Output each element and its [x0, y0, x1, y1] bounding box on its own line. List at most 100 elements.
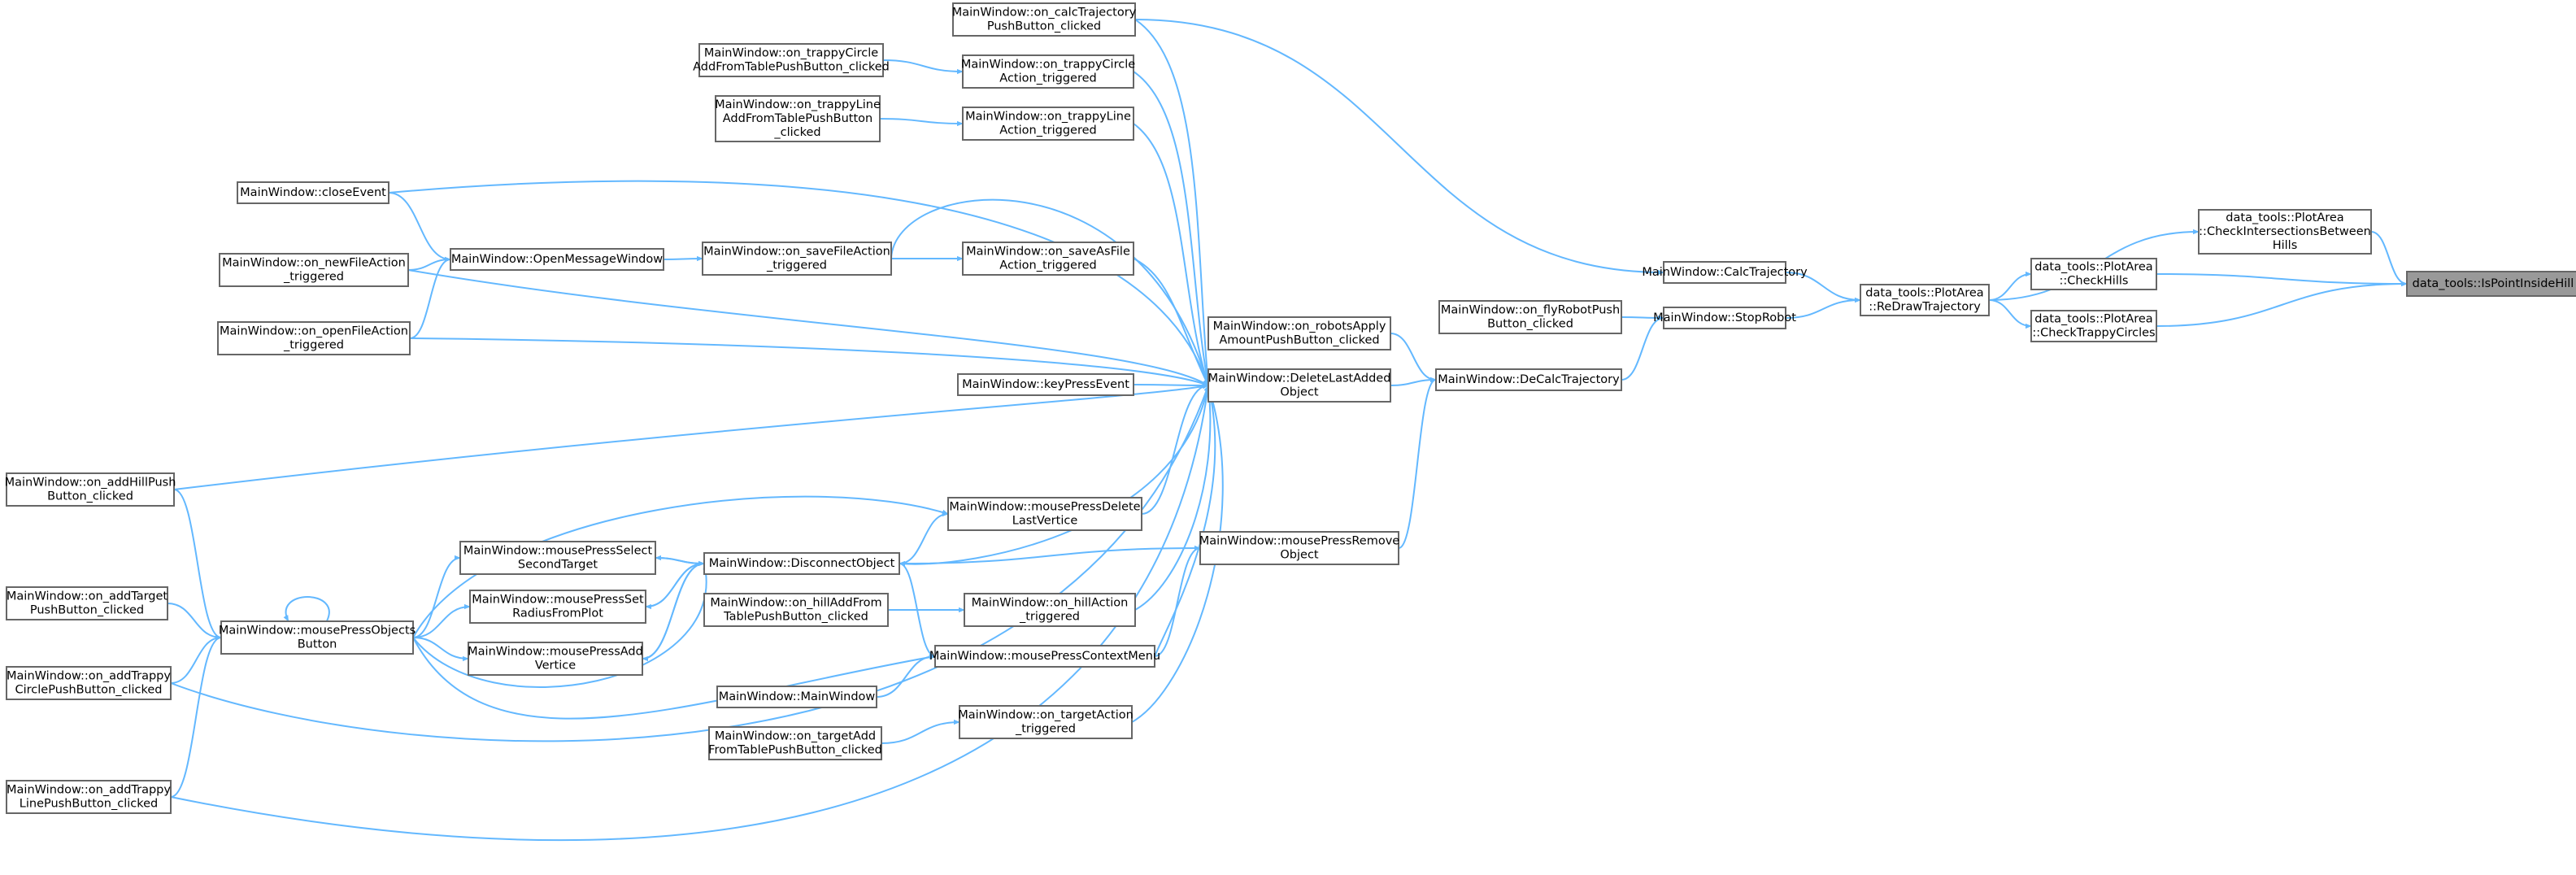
- node-box: [1663, 307, 1786, 329]
- function-node-openfile[interactable]: MainWindow::on_openFileAction_triggered: [217, 321, 411, 355]
- function-node-redraw[interactable]: data_tools::PlotArea::ReDrawTrajectory: [1860, 284, 1990, 316]
- node-label: MainWindow::on_addHillPush: [5, 477, 176, 490]
- call-edge: [1785, 297, 1861, 319]
- function-node-trappycircleadd[interactable]: MainWindow::on_trappyCircleAddFromTableP…: [693, 43, 890, 77]
- function-node-robotsapply[interactable]: MainWindow::on_robotsApplyAmountPushButt…: [1208, 316, 1391, 350]
- function-node-stoprobot[interactable]: MainWindow::StopRobot: [1653, 307, 1796, 329]
- function-node-mainwindow[interactable]: MainWindow::MainWindow: [716, 686, 877, 708]
- call-edge: [655, 555, 705, 564]
- node-box: [716, 686, 877, 708]
- function-node-hilladd[interactable]: MainWindow::on_hillAddFromTablePushButto…: [703, 593, 889, 627]
- node-box: [959, 705, 1133, 739]
- function-node-closeevent[interactable]: MainWindow::closeEvent: [237, 181, 389, 204]
- call-edge: [1390, 333, 1437, 383]
- function-node-addtarget[interactable]: MainWindow::on_addTargetPushButton_click…: [6, 586, 168, 620]
- call-edge: [1134, 19, 1664, 276]
- function-node-calctraj[interactable]: MainWindow::CalcTrajectory: [1642, 261, 1808, 284]
- node-label: ::CheckTrappyCircles: [2032, 327, 2155, 340]
- call-edge: [388, 192, 451, 263]
- function-node-checktrappy[interactable]: data_tools::PlotArea::CheckTrappyCircles: [2030, 310, 2157, 342]
- node-label: MainWindow::mousePressAdd: [468, 646, 643, 659]
- function-node-trappylineact[interactable]: MainWindow::on_trappyLineAction_triggere…: [962, 107, 1134, 141]
- node-label: data_tools::PlotArea: [1865, 287, 1983, 300]
- node-label: MainWindow::on_robotsApply: [1213, 320, 1386, 333]
- function-node-newfile[interactable]: MainWindow::on_newFileAction_triggered: [219, 253, 409, 287]
- function-node-decalc[interactable]: MainWindow::DeCalcTrajectory: [1435, 368, 1622, 391]
- node-label: ::CheckIntersectionsBetween: [2199, 225, 2371, 238]
- call-edge: [407, 269, 1209, 386]
- node-label: MainWindow::on_trappyLine: [715, 98, 881, 111]
- node-box: [6, 780, 172, 814]
- function-node-addtrappyline[interactable]: MainWindow::on_addTrappyLinePushButton_c…: [6, 780, 172, 814]
- function-node-addtrappycircle[interactable]: MainWindow::on_addTrappyCirclePushButton…: [6, 666, 172, 700]
- call-edge: [1398, 377, 1437, 549]
- call-edge: [1621, 315, 1664, 381]
- node-label: LastVertice: [1012, 515, 1078, 528]
- node-box: [6, 586, 168, 620]
- function-node-targetadd[interactable]: MainWindow::on_targetAddFromTablePushBut…: [708, 726, 882, 760]
- node-label: MainWindow::on_calcTrajectory: [952, 7, 1137, 20]
- node-box: [6, 666, 172, 700]
- function-node-flyrobot[interactable]: MainWindow::on_flyRobotPushButton_clicke…: [1438, 300, 1622, 334]
- function-node-openmsg[interactable]: MainWindow::OpenMessageWindow: [450, 248, 664, 271]
- function-node-mpcontext[interactable]: MainWindow::mousePressContextMenu: [929, 645, 1160, 668]
- node-label: AddFromTablePushButton_clicked: [693, 61, 890, 74]
- function-node-disconnect[interactable]: MainWindow::DisconnectObject: [703, 552, 900, 575]
- node-box: [2030, 258, 2157, 290]
- call-edge: [412, 637, 469, 662]
- node-box: [219, 253, 409, 287]
- node-box: [237, 181, 389, 204]
- node-label: PushButton_clicked: [30, 604, 144, 617]
- node-label: MainWindow::on_targetAction: [958, 709, 1134, 722]
- call-edge: [170, 385, 1211, 842]
- function-node-root[interactable]: data_tools::IsPointInsideHill: [2406, 271, 2576, 297]
- node-box: [934, 645, 1155, 668]
- node-label: MainWindow::on_hillAddFrom: [710, 597, 881, 610]
- node-box: [964, 593, 1136, 627]
- function-node-checkinter[interactable]: data_tools::PlotArea::CheckIntersections…: [2198, 209, 2372, 255]
- node-label: Action_triggered: [999, 259, 1096, 272]
- call-edge: [1133, 123, 1209, 386]
- node-box: [2198, 209, 2372, 255]
- call-edge: [899, 560, 936, 657]
- node-label: Button: [298, 638, 337, 651]
- node-label: MainWindow::mousePressContextMenu: [929, 650, 1160, 663]
- node-label: MainWindow::on_newFileAction: [222, 257, 406, 270]
- node-label: MainWindow::DeleteLastAdded: [1208, 372, 1391, 385]
- function-node-calcpush[interactable]: MainWindow::on_calcTrajectoryPushButton_…: [952, 2, 1137, 37]
- call-edge: [1154, 545, 1201, 657]
- call-edge: [1988, 299, 2032, 329]
- node-label: AmountPushButton_clicked: [1219, 334, 1379, 347]
- node-box: [947, 497, 1142, 531]
- node-box: [450, 248, 664, 271]
- call-edge: [412, 555, 461, 638]
- function-node-hillaction[interactable]: MainWindow::on_hillAction_triggered: [964, 593, 1136, 627]
- node-label: MainWindow::keyPressEvent: [962, 378, 1129, 391]
- function-node-savefileact[interactable]: MainWindow::on_saveFileAction_triggered: [702, 242, 892, 276]
- call-edge: [283, 596, 330, 622]
- function-node-trappylineadd[interactable]: MainWindow::on_trappyLineAddFromTablePus…: [715, 95, 881, 142]
- function-node-targetaction[interactable]: MainWindow::on_targetAction_triggered: [958, 705, 1134, 739]
- node-box: [1208, 368, 1391, 403]
- function-node-saveasfile[interactable]: MainWindow::on_saveAsFileAction_triggere…: [962, 242, 1134, 276]
- function-node-keypress[interactable]: MainWindow::keyPressEvent: [957, 373, 1134, 396]
- node-box: [469, 590, 646, 624]
- call-edge: [1390, 377, 1437, 386]
- call-edge: [642, 563, 705, 662]
- node-label: MainWindow::MainWindow: [719, 690, 876, 703]
- node-label: MainWindow::closeEvent: [240, 186, 386, 199]
- node-label: MainWindow::on_trappyCircle: [961, 59, 1135, 72]
- node-box: [459, 541, 656, 575]
- node-label: MainWindow::on_openFileAction: [220, 325, 408, 338]
- function-node-checkhills[interactable]: data_tools::PlotArea::CheckHills: [2030, 258, 2157, 290]
- function-node-trappycircleact[interactable]: MainWindow::on_trappyCircleAction_trigge…: [961, 54, 1135, 89]
- call-edge: [170, 634, 222, 684]
